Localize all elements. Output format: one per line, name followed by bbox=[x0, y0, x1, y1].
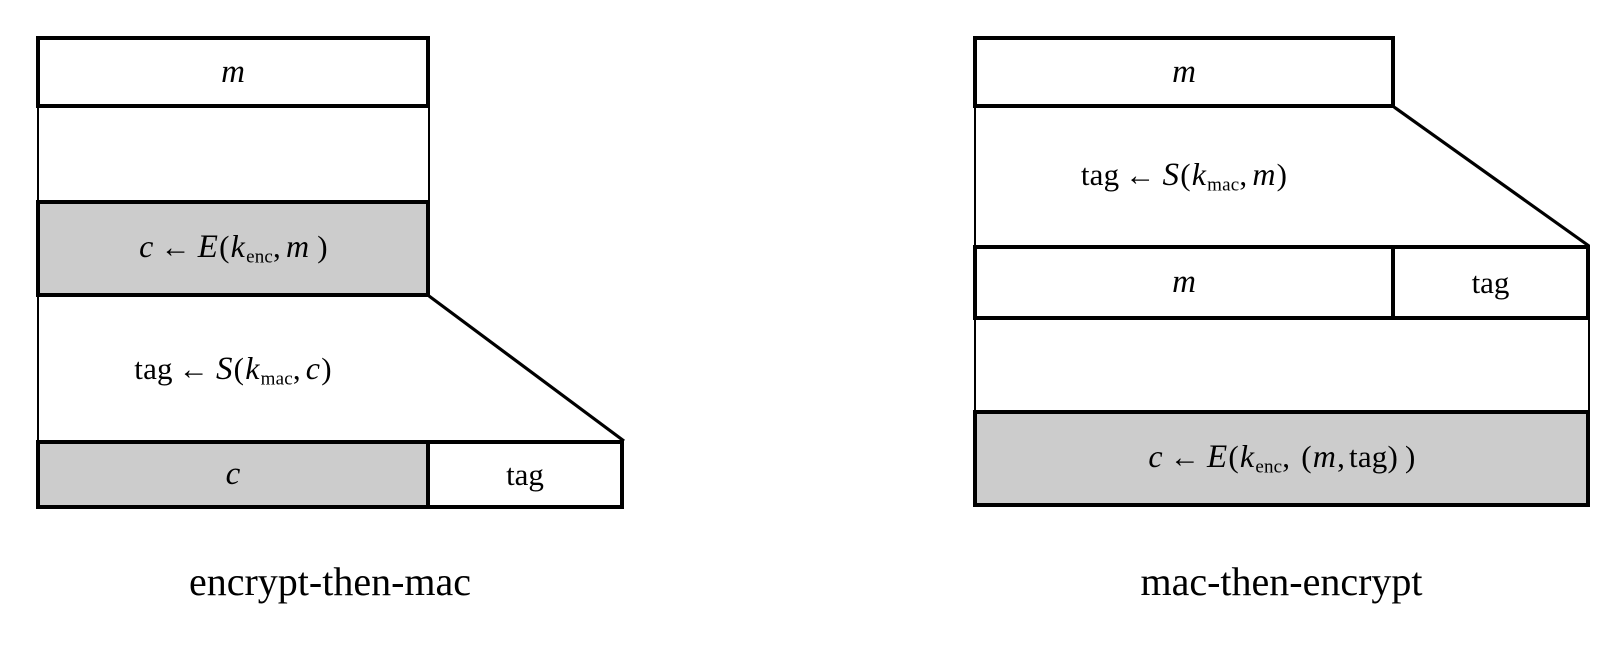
panel-encrypt-then-mac: m c←E(kenc,m) tag←S(kmac,c) c tag encryp… bbox=[0, 0, 700, 648]
box-plaintext-m-2: m bbox=[973, 36, 1395, 108]
expr-encrypt: c←E(kenc,m) bbox=[139, 228, 328, 268]
box-encrypt-operation: c←E(kenc,m) bbox=[36, 200, 430, 297]
label-m-2: m bbox=[1172, 53, 1196, 90]
box-plaintext-m: m bbox=[36, 36, 430, 108]
caption-mac-then-encrypt: mac-then-encrypt bbox=[1140, 559, 1423, 604]
label-tag-2: tag bbox=[1471, 264, 1510, 300]
connector-diagonal-left bbox=[428, 294, 625, 443]
label-m-3: m bbox=[1172, 264, 1196, 300]
box-intermediate-m: m bbox=[973, 245, 1395, 320]
flow-rail-right-2 bbox=[1588, 318, 1590, 413]
box-output-tag: tag bbox=[426, 440, 624, 509]
box-mac-operation-region: tag←S(kmac,c) bbox=[36, 300, 430, 440]
label-tag: tag bbox=[506, 456, 544, 492]
expr-mac: tag←S(kmac,c) bbox=[134, 349, 332, 390]
box-encrypt-operation-2: c←E(kenc,(m,tag)) bbox=[973, 410, 1590, 507]
label-m: m bbox=[221, 53, 245, 90]
expr-encrypt-2: c←E(kenc,(m,tag)) bbox=[1148, 438, 1416, 478]
box-intermediate-tag: tag bbox=[1391, 245, 1590, 320]
caption-encrypt-then-mac: encrypt-then-mac bbox=[188, 559, 472, 604]
box-output-c: c bbox=[36, 440, 430, 509]
box-mac-operation-region-2: tag←S(kmac,m) bbox=[973, 108, 1395, 245]
expr-mac-2: tag←S(kmac,m) bbox=[1080, 156, 1288, 196]
label-c: c bbox=[225, 456, 241, 492]
flow-rail-right-upper bbox=[428, 105, 430, 203]
